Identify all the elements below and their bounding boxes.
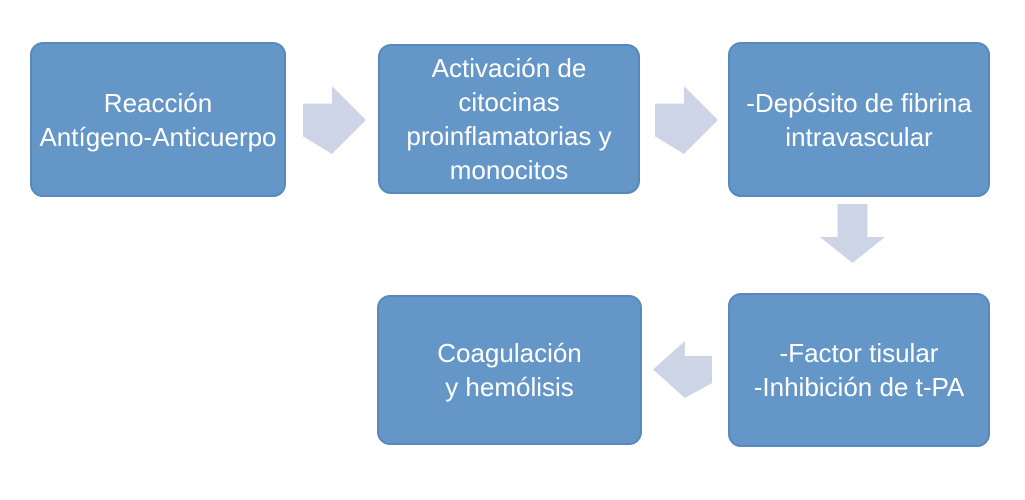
node-label: -Factor tisular -Inhibición de t-PA [753, 338, 965, 402]
node-label: -Depósito de fibrina intravascular [746, 87, 972, 152]
node-reaccion-antigeno-anticuerpo: Reacción Antígeno-Anticuerpo [30, 42, 286, 197]
arrow-right-icon [303, 86, 366, 154]
node-deposito-fibrina: -Depósito de fibrina intravascular [728, 42, 990, 197]
node-factor-tisular-inhibicion-tpa: -Factor tisular -Inhibición de t-PA [728, 293, 990, 447]
arrow-left-icon [653, 341, 712, 398]
arrow-right-icon [655, 86, 718, 154]
node-label: Coagulación y hemólisis [437, 338, 582, 402]
node-label: Reacción Antígeno-Anticuerpo [39, 87, 277, 152]
arrow-down-icon [820, 204, 885, 263]
node-activacion-citocinas: Activación de citocinas proinflamatorias… [378, 44, 640, 194]
node-coagulacion-hemolisis: Coagulación y hemólisis [377, 295, 642, 445]
node-label: Activación de citocinas proinflamatorias… [406, 53, 612, 185]
